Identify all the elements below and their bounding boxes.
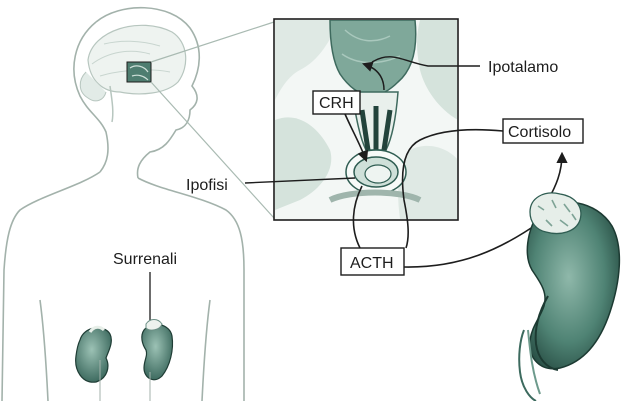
hypothalamus-inset: [274, 19, 458, 220]
large-adrenal-gland: [530, 193, 581, 234]
brain-focus-box: [127, 62, 151, 82]
body-kidneys: [76, 320, 173, 401]
cortisolo-label: Cortisolo: [508, 124, 571, 141]
surrenali-label: Surrenali: [113, 251, 177, 268]
crh-label: CRH: [319, 95, 354, 112]
ipotalamo-label: Ipotalamo: [488, 59, 558, 76]
acth-label: ACTH: [350, 255, 394, 272]
large-kidney: [519, 202, 619, 401]
ipofisi-label: Ipofisi: [186, 177, 228, 194]
